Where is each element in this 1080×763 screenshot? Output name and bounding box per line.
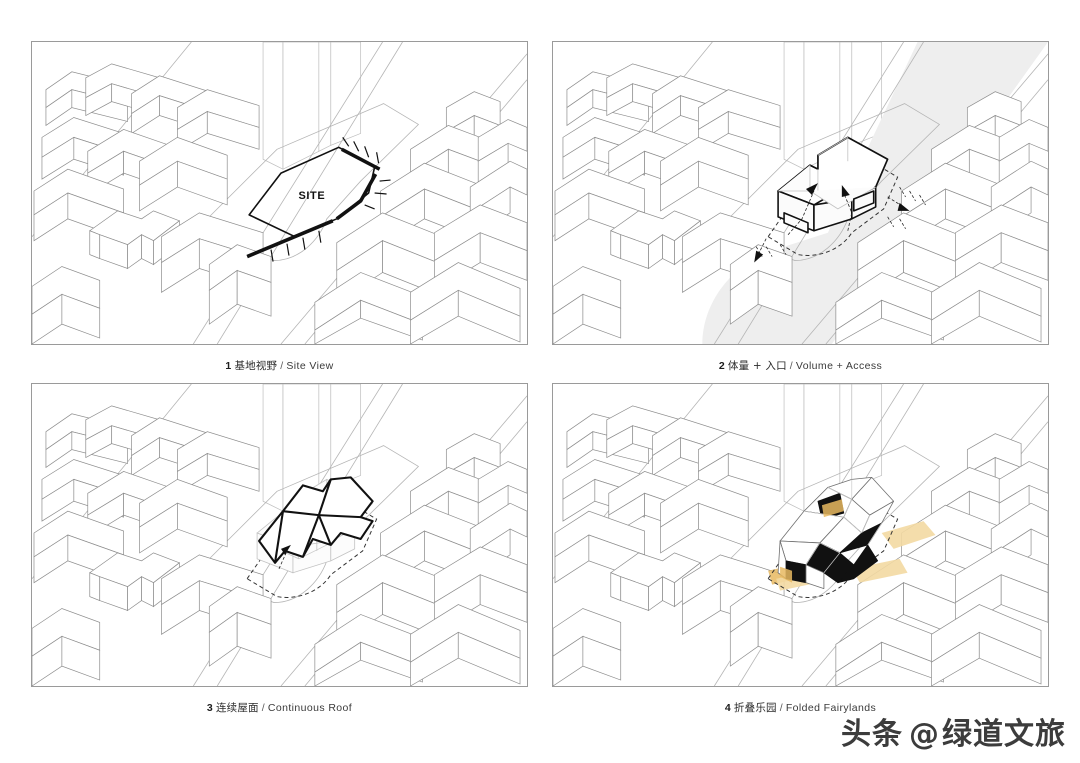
caption-chinese: 连续屋面 xyxy=(215,702,259,714)
panel-3-drawing xyxy=(32,384,527,686)
plot-boundary xyxy=(196,445,420,603)
watermark-handle: 绿道文旅 xyxy=(942,717,1066,752)
caption-chinese: 基地视野 xyxy=(234,360,278,372)
caption-english: Continuous Roof xyxy=(267,702,353,714)
caption-separator: / xyxy=(779,702,783,714)
panel-4-drawing xyxy=(553,384,1048,686)
panel-site-view: SITE xyxy=(31,41,528,345)
caption-separator: / xyxy=(261,702,265,714)
site-footprint-dashed xyxy=(246,498,378,598)
caption-number: 2 xyxy=(718,360,725,372)
access-arrows xyxy=(754,183,926,263)
context-buildings-right xyxy=(314,433,527,686)
watermark-brand: 头条 xyxy=(841,717,903,752)
panel-folded-fairylands xyxy=(552,383,1049,687)
plot-boundary xyxy=(717,103,941,261)
context-buildings-left xyxy=(32,405,272,686)
panel-volume-access xyxy=(552,41,1049,345)
context-buildings-left xyxy=(553,63,793,344)
caption-english: Folded Fairylands xyxy=(785,702,877,714)
caption-number: 1 xyxy=(225,360,232,372)
panel-1-drawing: SITE xyxy=(32,42,527,344)
background-towers xyxy=(262,384,362,512)
context-buildings-right xyxy=(835,91,1048,344)
context-buildings-left xyxy=(553,405,793,686)
caption-english: Volume + Access xyxy=(795,360,883,372)
background-towers xyxy=(783,42,883,170)
site-footprint-dashed xyxy=(767,498,899,598)
watermark-at-symbol: @ xyxy=(909,717,940,752)
site-street-edge-right xyxy=(335,173,391,221)
caption-chinese: 体量 + 入口 xyxy=(727,360,787,372)
caption-english: Site View xyxy=(286,360,334,372)
background-towers xyxy=(262,42,362,170)
caption-chinese: 折叠乐园 xyxy=(733,702,777,714)
site-label: SITE xyxy=(299,190,326,202)
roof-pointer-arrow xyxy=(278,544,291,569)
panel-continuous-roof xyxy=(31,383,528,687)
caption-separator: / xyxy=(789,360,793,372)
watermark: 头条@绿道文旅 xyxy=(841,709,1066,753)
caption-number: 3 xyxy=(206,702,213,714)
site-footprint-dashed xyxy=(767,156,899,256)
context-buildings-left xyxy=(32,63,272,344)
building-volume xyxy=(777,136,889,234)
plot-boundary xyxy=(196,103,420,261)
caption-separator: / xyxy=(280,360,284,372)
panel-2-drawing xyxy=(553,42,1048,344)
caption-number: 4 xyxy=(724,702,731,714)
context-buildings-right xyxy=(314,91,527,344)
amber-facade-accents xyxy=(780,499,844,583)
site-street-edge-lower xyxy=(246,219,334,262)
site-street-edge-upper xyxy=(340,137,381,171)
continuous-roof-outline xyxy=(258,476,374,564)
